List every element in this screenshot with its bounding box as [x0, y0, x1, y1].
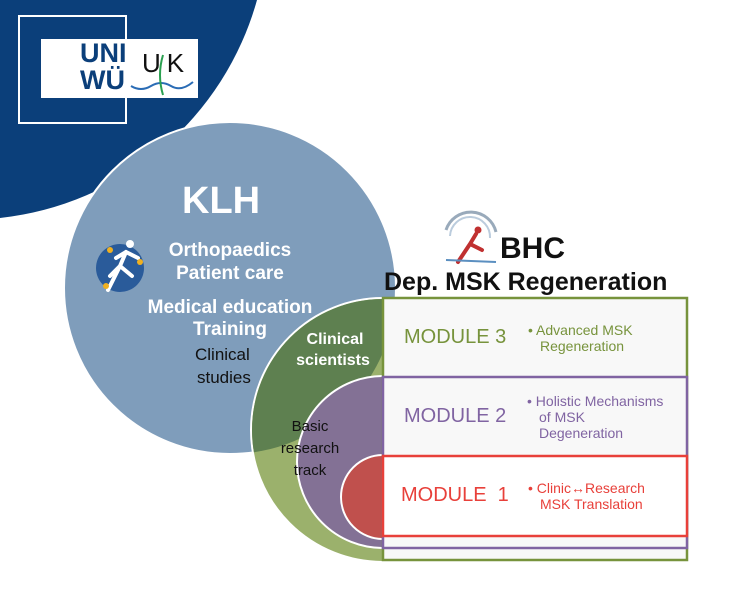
klh-medical-education: Medical education [147, 297, 313, 318]
module-3-label: MODULE 3 [404, 326, 507, 348]
module-2-desc-3: Degeneration [539, 425, 624, 441]
module-1-box [381, 454, 689, 538]
klh-training: Training [193, 319, 267, 340]
klh-orthopaedics: Orthopaedics [168, 240, 292, 261]
basic-research-1: Basic [291, 418, 329, 435]
clinical-studies-2: studies [197, 368, 251, 387]
green-klh-overlap [252, 299, 383, 454]
bhc-subtitle: Dep. MSK Regeneration [384, 268, 668, 296]
basic-research-2: research [280, 440, 340, 457]
runner-icon [96, 240, 144, 292]
module-2-desc-1: Holistic Mechanisms [535, 393, 664, 409]
basic-research-3: track [293, 462, 327, 479]
logo-uni-line2: WÜ [80, 65, 125, 95]
logo-ukw: UK [142, 48, 191, 78]
module-2-desc-2: of MSK [539, 409, 585, 425]
bhc-title: BHC [500, 232, 565, 265]
module-2-label: MODULE 2 [404, 405, 507, 427]
module-2-desc: • Holistic Mechanisms of MSK Degeneratio… [527, 393, 664, 441]
logo-plate [41, 39, 198, 98]
clinical-studies-1: Clinical [195, 345, 250, 364]
bhc-logo-icon [444, 210, 498, 264]
module-1-desc-1: Clinic↔Research [536, 480, 645, 496]
logo-uni: UNI WÜ [80, 40, 127, 94]
module-1-label: MODULE 1 [401, 484, 509, 506]
module-1-desc-2: MSK Translation [540, 496, 643, 512]
module-3-desc-1: Advanced MSK [536, 322, 633, 338]
clinical-scientists-1: Clinical [306, 331, 364, 348]
red-circle [340, 454, 383, 540]
klh-patient-care: Patient care [176, 263, 284, 284]
logo-uni-line1: UNI [80, 38, 127, 68]
clinical-scientists-2: scientists [296, 352, 370, 369]
klh-title: KLH [182, 180, 261, 222]
module-3-desc-2: Regeneration [540, 338, 625, 354]
module-3-desc: • Advanced MSK Regeneration [528, 322, 633, 354]
module-1-desc: • Clinic↔Research MSK Translation [528, 480, 645, 512]
